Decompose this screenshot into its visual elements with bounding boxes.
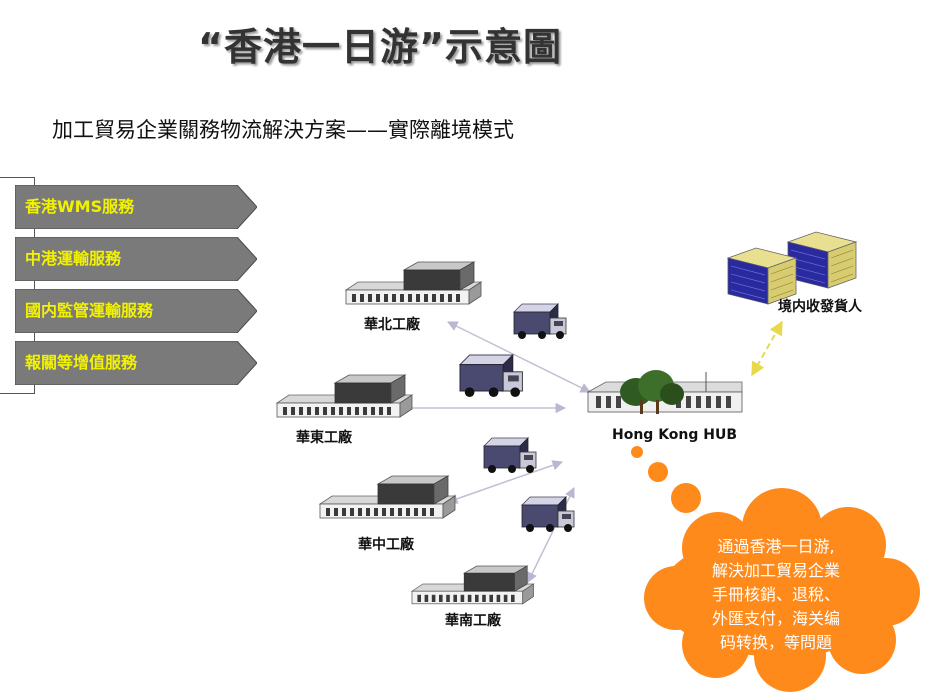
- thought-bubble-small: [631, 446, 643, 458]
- factory-east-icon: [276, 374, 413, 418]
- service-item-customs[interactable]: 報關等增值服務: [15, 341, 257, 385]
- menu-arrow-shape: [15, 289, 257, 333]
- callout-cloud: [644, 488, 920, 692]
- service-item-label: 報關等增值服務: [25, 353, 138, 372]
- thought-bubble-medium: [648, 462, 668, 482]
- service-item-supervised-transport[interactable]: 國内監管運輸服務: [15, 289, 257, 333]
- route-hub-consignee: [751, 320, 783, 377]
- factory-south-label: 華南工廠: [445, 613, 501, 629]
- menu-arrow-shape: [15, 341, 257, 385]
- truck-icon: [521, 496, 575, 533]
- page-title: “香港一日游”示意圖: [198, 25, 562, 69]
- thought-bubble-large: [671, 483, 701, 513]
- factory-central-icon: [319, 475, 456, 519]
- callout-line: 外匯支付，海关编: [711, 609, 840, 628]
- consignee-building-icon: [787, 231, 857, 289]
- consignee-label: 境内收發貨人: [778, 299, 862, 315]
- menu-arrow-shape: [15, 185, 257, 229]
- truck-icon: [513, 303, 567, 340]
- callout-text: 通過香港一日游, 解決加工貿易企業 手冊核銷、退稅、 外匯支付，海关编 码转换，…: [676, 535, 876, 655]
- factory-east-label: 華東工廠: [296, 430, 352, 446]
- menu-bracket: [0, 177, 35, 394]
- callout-line: 手冊核銷、退稅、: [711, 585, 840, 604]
- service-item-wms[interactable]: 香港WMS服務: [15, 185, 257, 229]
- factory-north-icon: [345, 261, 482, 305]
- callout-line: 通過香港一日游,: [717, 537, 835, 556]
- hub-label: Hong Kong HUB: [612, 427, 738, 443]
- service-item-label: 國内監管運輸服務: [25, 301, 154, 320]
- truck-icon: [459, 354, 524, 398]
- factory-north-label: 華北工廠: [364, 317, 420, 333]
- callout-line: 码转换，等問題: [719, 633, 832, 652]
- truck-icon: [483, 437, 537, 474]
- page-subtitle: 加工貿易企業關務物流解決方案——實際離境模式: [52, 118, 514, 142]
- route-central-hub: [447, 460, 563, 504]
- hub-building-icon: [586, 370, 743, 414]
- route-north-hub: [447, 321, 591, 393]
- menu-arrow-shape: [15, 237, 257, 281]
- service-item-transport[interactable]: 中港運輸服務: [15, 237, 257, 281]
- service-item-label: 香港WMS服務: [25, 197, 135, 216]
- callout-line: 解決加工貿易企業: [711, 561, 840, 580]
- factory-south-icon: [411, 565, 534, 605]
- factory-central-label: 華中工廠: [358, 537, 414, 553]
- service-item-label: 中港運輸服務: [25, 249, 122, 268]
